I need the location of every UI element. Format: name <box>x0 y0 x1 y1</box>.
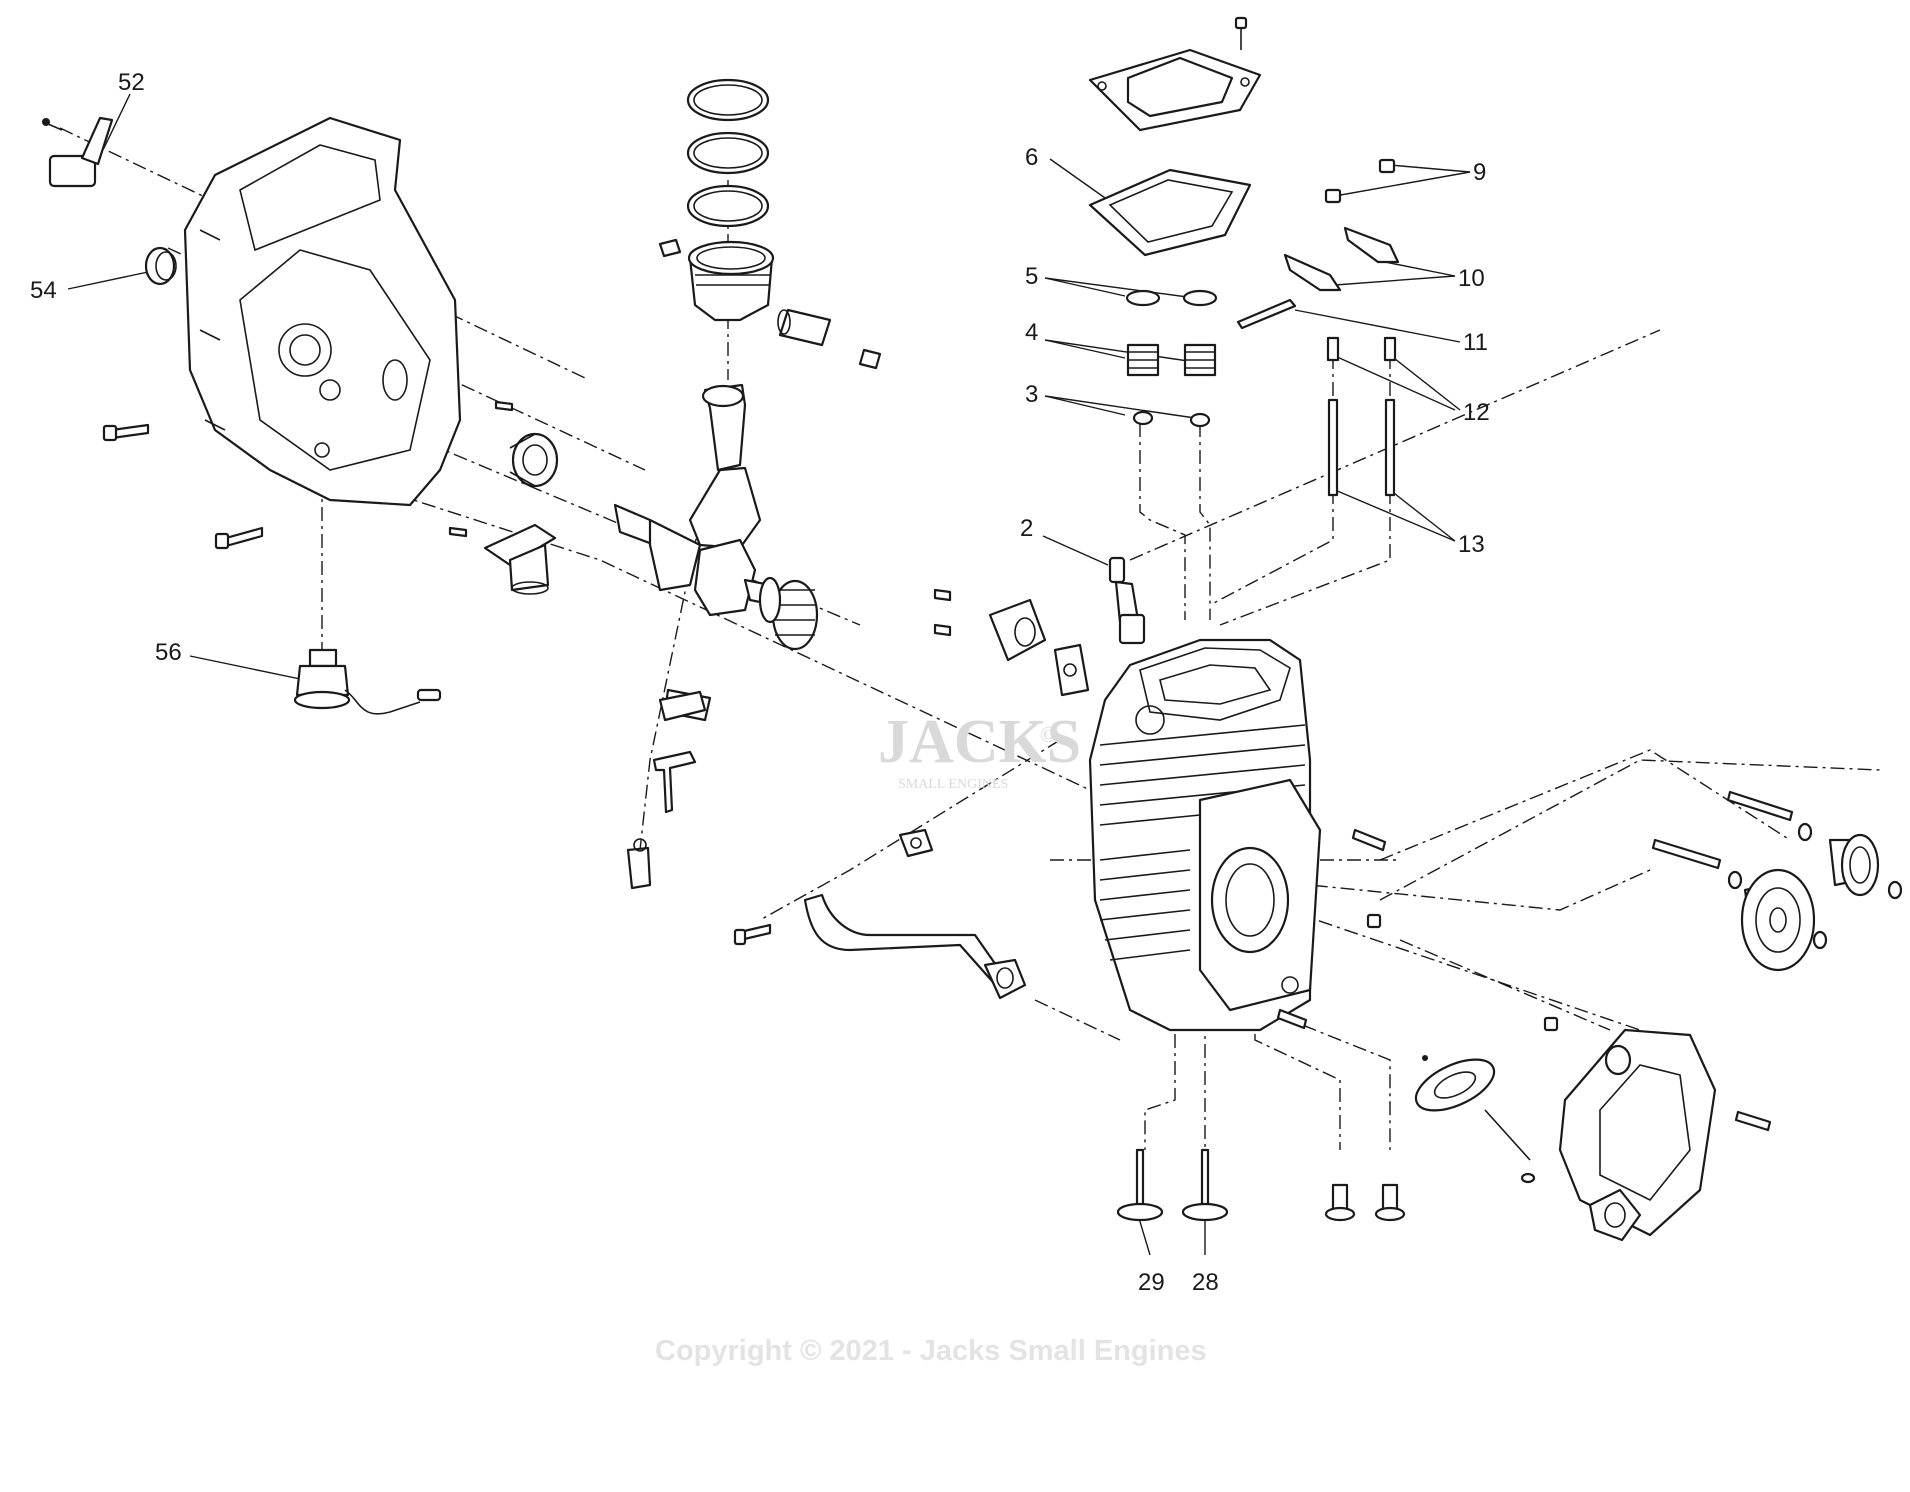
part-28-valve <box>1181 1148 1229 1222</box>
cam-gear-large <box>1740 868 1816 972</box>
callout-13: 13 <box>1458 531 1485 558</box>
watermark-mark: © <box>1040 722 1057 747</box>
part-2-spark-plug <box>1108 556 1146 645</box>
part-3-seals <box>1132 410 1211 428</box>
callout-5: 5 <box>1025 263 1038 290</box>
callout-28: 28 <box>1192 1269 1219 1296</box>
part-6-gasket <box>1088 168 1252 257</box>
jacks-watermark-logo: JACKS © SMALL ENGINES <box>878 708 1081 792</box>
part-29-valve <box>1116 1148 1164 1222</box>
callout-12: 12 <box>1463 399 1490 426</box>
part-56-sensor <box>293 648 442 715</box>
callout-52: 52 <box>118 69 145 96</box>
assembly-lines <box>59 127 1881 1150</box>
part-4-springs <box>1126 343 1217 377</box>
callout-6: 6 <box>1025 144 1038 171</box>
watermark-brand: JACKS <box>878 708 1081 776</box>
callout-29: 29 <box>1138 1269 1165 1296</box>
intake-insulator <box>933 588 1090 697</box>
part-5-retainers <box>1125 289 1218 307</box>
part-12-pushrod-tips <box>1326 336 1397 362</box>
block-dowels <box>1276 828 1387 1030</box>
piston-rings <box>686 78 770 228</box>
callout-4: 4 <box>1025 319 1038 346</box>
part-9-nuts <box>1324 158 1396 204</box>
callout-labels: 52 54 56 2 3 4 5 6 9 10 11 12 13 28 29 <box>30 69 1490 1296</box>
governor-gear <box>1414 1055 1536 1184</box>
crankcase-cover <box>183 116 462 507</box>
callout-10: 10 <box>1458 265 1485 292</box>
part-54-seal <box>144 246 177 286</box>
rod-cap-dipper <box>626 690 707 890</box>
watermark-sub: SMALL ENGINES <box>898 777 1008 792</box>
callout-2: 2 <box>1020 515 1033 542</box>
part-11-shaft <box>1236 298 1297 330</box>
cam-gear-small <box>1828 833 1880 897</box>
camshaft-shafts <box>1651 790 1903 950</box>
callout-9: 9 <box>1473 159 1486 186</box>
bearing <box>509 432 559 488</box>
exhaust-pipe <box>733 828 1027 1000</box>
valve-cover <box>1088 16 1262 132</box>
piston <box>658 238 882 370</box>
callout-3: 3 <box>1025 381 1038 408</box>
callout-11: 11 <box>1463 329 1488 356</box>
part-10-rockers <box>1283 226 1400 292</box>
part-13-pushrods <box>1327 398 1396 497</box>
cover-bolts <box>102 400 514 550</box>
cylinder-block <box>1088 638 1322 1032</box>
callout-56: 56 <box>155 639 182 666</box>
part-52-bracket <box>42 116 114 188</box>
governor-bracket <box>483 523 557 595</box>
callout-54: 54 <box>30 277 57 304</box>
valve-lifters <box>1324 1183 1406 1222</box>
leader-lines <box>67 93 1471 1256</box>
copyright-notice: Copyright © 2021 - Jacks Small Engines <box>655 1335 1207 1367</box>
connecting-rod <box>688 383 762 550</box>
side-cover <box>1543 1016 1772 1242</box>
